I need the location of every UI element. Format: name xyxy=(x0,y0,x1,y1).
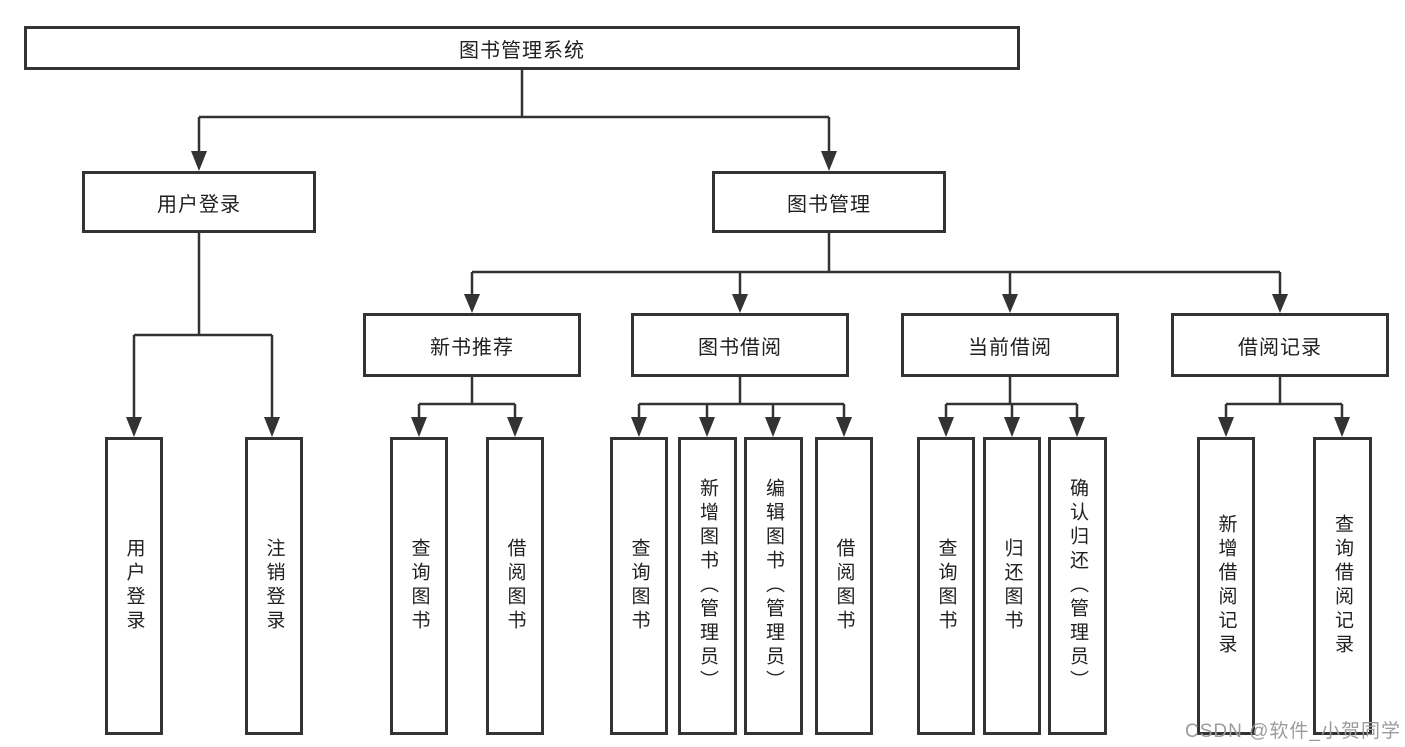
node-label: 注销登录 xyxy=(263,538,285,634)
node-current-borrowing: 当前借阅 xyxy=(901,313,1119,377)
node-leaf-query-books-borrow: 查询图书 xyxy=(610,437,668,735)
node-leaf-query-books-current: 查询图书 xyxy=(917,437,975,735)
csdn-watermark: CSDN @软件_小贺同学 xyxy=(1185,721,1401,742)
node-label: 用户登录 xyxy=(123,538,145,634)
node-label: 当前借阅 xyxy=(968,336,1052,359)
node-leaf-query-books-recommend: 查询图书 xyxy=(390,437,448,735)
node-label: 借阅记录 xyxy=(1238,336,1322,359)
node-leaf-edit-books-admin: 编辑图书（管理员） xyxy=(744,437,803,735)
node-label: 新书推荐 xyxy=(430,336,514,359)
node-label: 查询借阅记录 xyxy=(1332,514,1353,658)
node-label: 新增借阅记录 xyxy=(1215,514,1237,658)
node-leaf-add-books-admin: 新增图书（管理员） xyxy=(678,437,737,735)
node-leaf-add-borrow-record: 新增借阅记录 xyxy=(1197,437,1255,735)
node-leaf-borrow-books: 借阅图书 xyxy=(815,437,873,735)
node-new-book-recommendation: 新书推荐 xyxy=(363,313,581,377)
node-leaf-logout: 注销登录 xyxy=(245,437,303,735)
node-borrowing-records: 借阅记录 xyxy=(1171,313,1389,377)
node-user-login-branch: 用户登录 xyxy=(82,171,316,233)
node-label: 借阅图书 xyxy=(504,538,526,634)
node-label: 用户登录 xyxy=(157,193,241,216)
node-label: 查询图书 xyxy=(935,538,957,634)
node-label: 借阅图书 xyxy=(833,538,855,634)
node-leaf-return-books: 归还图书 xyxy=(983,437,1041,735)
node-book-management-system: 图书管理系统 xyxy=(24,26,1020,70)
node-leaf-user-login: 用户登录 xyxy=(105,437,163,735)
node-book-borrowing: 图书借阅 xyxy=(631,313,849,377)
node-label: 确认归还（管理员） xyxy=(1067,478,1088,694)
node-label: 图书管理 xyxy=(787,193,871,216)
node-label: 归还图书 xyxy=(1001,538,1023,634)
node-leaf-borrow-books-recommend: 借阅图书 xyxy=(486,437,544,735)
node-label: 新增图书（管理员） xyxy=(697,478,718,694)
node-label: 编辑图书（管理员） xyxy=(763,478,784,694)
node-leaf-query-borrow-record: 查询借阅记录 xyxy=(1313,437,1372,735)
node-label: 查询图书 xyxy=(408,538,430,634)
node-label: 图书管理系统 xyxy=(459,39,585,62)
node-label: 图书借阅 xyxy=(698,336,782,359)
node-book-management-branch: 图书管理 xyxy=(712,171,946,233)
node-leaf-confirm-return-admin: 确认归还（管理员） xyxy=(1048,437,1107,735)
node-label: 查询图书 xyxy=(628,538,650,634)
